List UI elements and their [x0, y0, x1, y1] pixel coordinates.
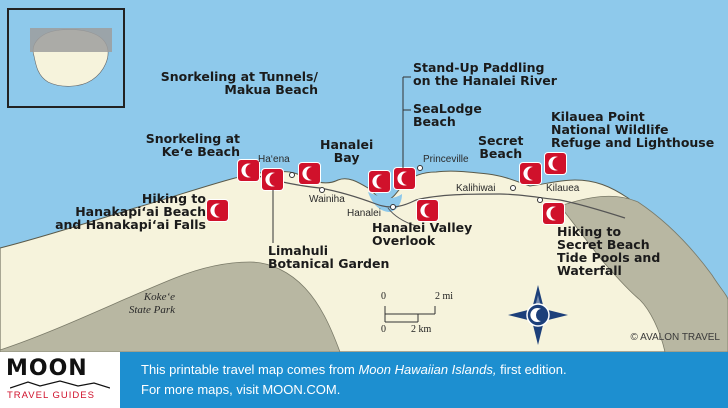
scale-bar [384, 306, 436, 323]
town-kilauea: Kilauea [546, 183, 580, 194]
footer-banner: MOON TRAVEL GUIDES This printable travel… [0, 352, 728, 408]
town-haena: Ha‘ena [258, 154, 290, 165]
park-area [0, 261, 341, 352]
copyright-credit: © AVALON TRAVEL [630, 332, 720, 343]
town-kalihiwai: Kalihiwai [456, 183, 496, 194]
scale-mi-end: 2 mi [435, 291, 454, 302]
logo-wordmark: MOON [6, 356, 88, 381]
scale-km-end: 2 km [411, 324, 432, 335]
map-canvas [0, 8, 728, 352]
logo-subtitle: TRAVEL GUIDES [7, 390, 95, 401]
town-wainiha: Wainiha [309, 194, 345, 205]
footer-line-2[interactable]: For more maps, visit MOON.COM. [141, 382, 341, 397]
crescent-icon[interactable] [238, 160, 259, 181]
town-princeville: Princeville [423, 154, 469, 165]
crescent-icon[interactable] [520, 163, 541, 184]
inset-locator-map [7, 8, 125, 108]
label-tunnels: Snorkeling at Tunnels/Makua Beach [160, 69, 318, 97]
moon-logo[interactable]: MOON TRAVEL GUIDES [0, 352, 120, 408]
footer-line-1: This printable travel map comes from Moo… [141, 362, 567, 377]
logo-wave-icon [10, 380, 110, 389]
crescent-icon[interactable] [543, 203, 564, 224]
scale-mi-start: 0 [381, 291, 386, 302]
scale-km-start: 0 [381, 324, 386, 335]
crescent-icon[interactable] [369, 171, 390, 192]
crescent-icon[interactable] [417, 200, 438, 221]
crescent-icon[interactable] [207, 200, 228, 221]
crescent-icon[interactable] [299, 163, 320, 184]
compass-rose [508, 285, 568, 345]
crescent-icon[interactable] [262, 169, 283, 190]
town-hanalei: Hanalei [347, 208, 381, 219]
crescent-icon[interactable] [545, 153, 566, 174]
crescent-icon[interactable] [394, 168, 415, 189]
road-hanalei [387, 207, 417, 227]
